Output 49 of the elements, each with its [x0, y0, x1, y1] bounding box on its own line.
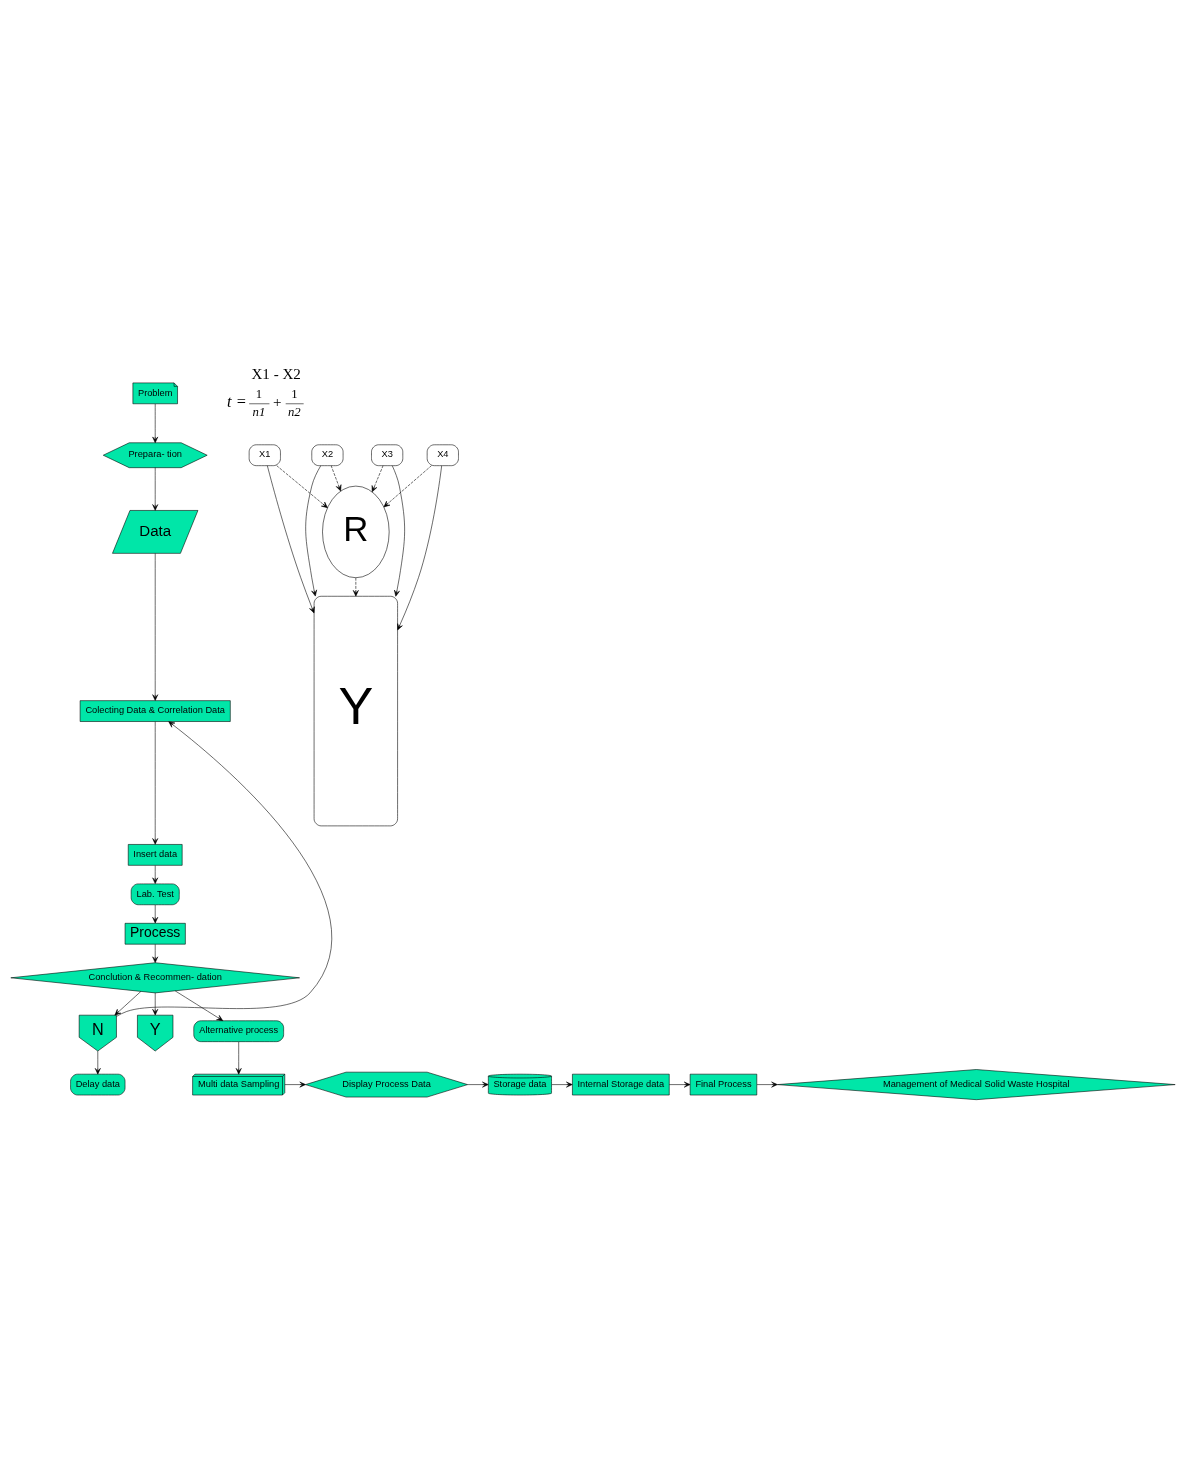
arrow	[276, 464, 328, 508]
label: 1	[291, 386, 298, 401]
arrow	[284, 1081, 306, 1087]
arrow	[152, 720, 159, 845]
label: +	[272, 393, 282, 410]
arrow	[467, 1081, 489, 1087]
node-box: X2	[311, 444, 344, 466]
arrow	[392, 465, 405, 597]
node-box: Delay data	[70, 1073, 126, 1095]
arrow	[152, 864, 159, 884]
arrow	[152, 552, 159, 701]
label: X1 - X2	[251, 365, 301, 382]
node-box: X1	[248, 444, 281, 466]
label: t =	[227, 392, 247, 411]
node-box: Alternative process	[193, 1020, 284, 1042]
arrow	[94, 1050, 101, 1074]
arrow	[371, 464, 384, 492]
node-diamond: Conclution & Recommen- dation	[10, 961, 300, 993]
node-box: Lab. Test	[130, 883, 180, 905]
label: 1	[255, 386, 263, 401]
arrow	[397, 465, 442, 630]
node-box: X4	[426, 444, 459, 466]
arrow	[330, 464, 342, 491]
arrow	[383, 464, 432, 507]
arrow	[116, 720, 332, 1017]
arrow	[114, 990, 142, 1015]
arrow	[305, 464, 322, 596]
node-diamond: Management of Medical Solid Waste Hospital	[777, 1068, 1176, 1100]
node-box: Internal Storage data	[572, 1073, 670, 1095]
arrow	[756, 1081, 778, 1087]
arrow	[152, 466, 159, 511]
label: n1	[252, 404, 266, 419]
arrow	[551, 1081, 573, 1087]
arrow	[267, 464, 315, 613]
node-box: Process	[124, 922, 186, 944]
node-box: Y	[313, 595, 398, 826]
arrow	[152, 904, 159, 923]
node-box: Colecting Data & Correlation Data	[79, 699, 231, 722]
node-box: Insert data	[127, 843, 183, 866]
node-box: Final Process	[689, 1073, 758, 1095]
arrow	[152, 943, 159, 963]
arrow	[152, 992, 159, 1015]
arrow	[152, 403, 159, 443]
arrow	[174, 990, 224, 1021]
label: n2	[288, 404, 301, 419]
arrow	[235, 1041, 242, 1074]
node-box: X3	[371, 444, 404, 466]
arrow	[352, 577, 359, 596]
arrow	[669, 1081, 691, 1087]
